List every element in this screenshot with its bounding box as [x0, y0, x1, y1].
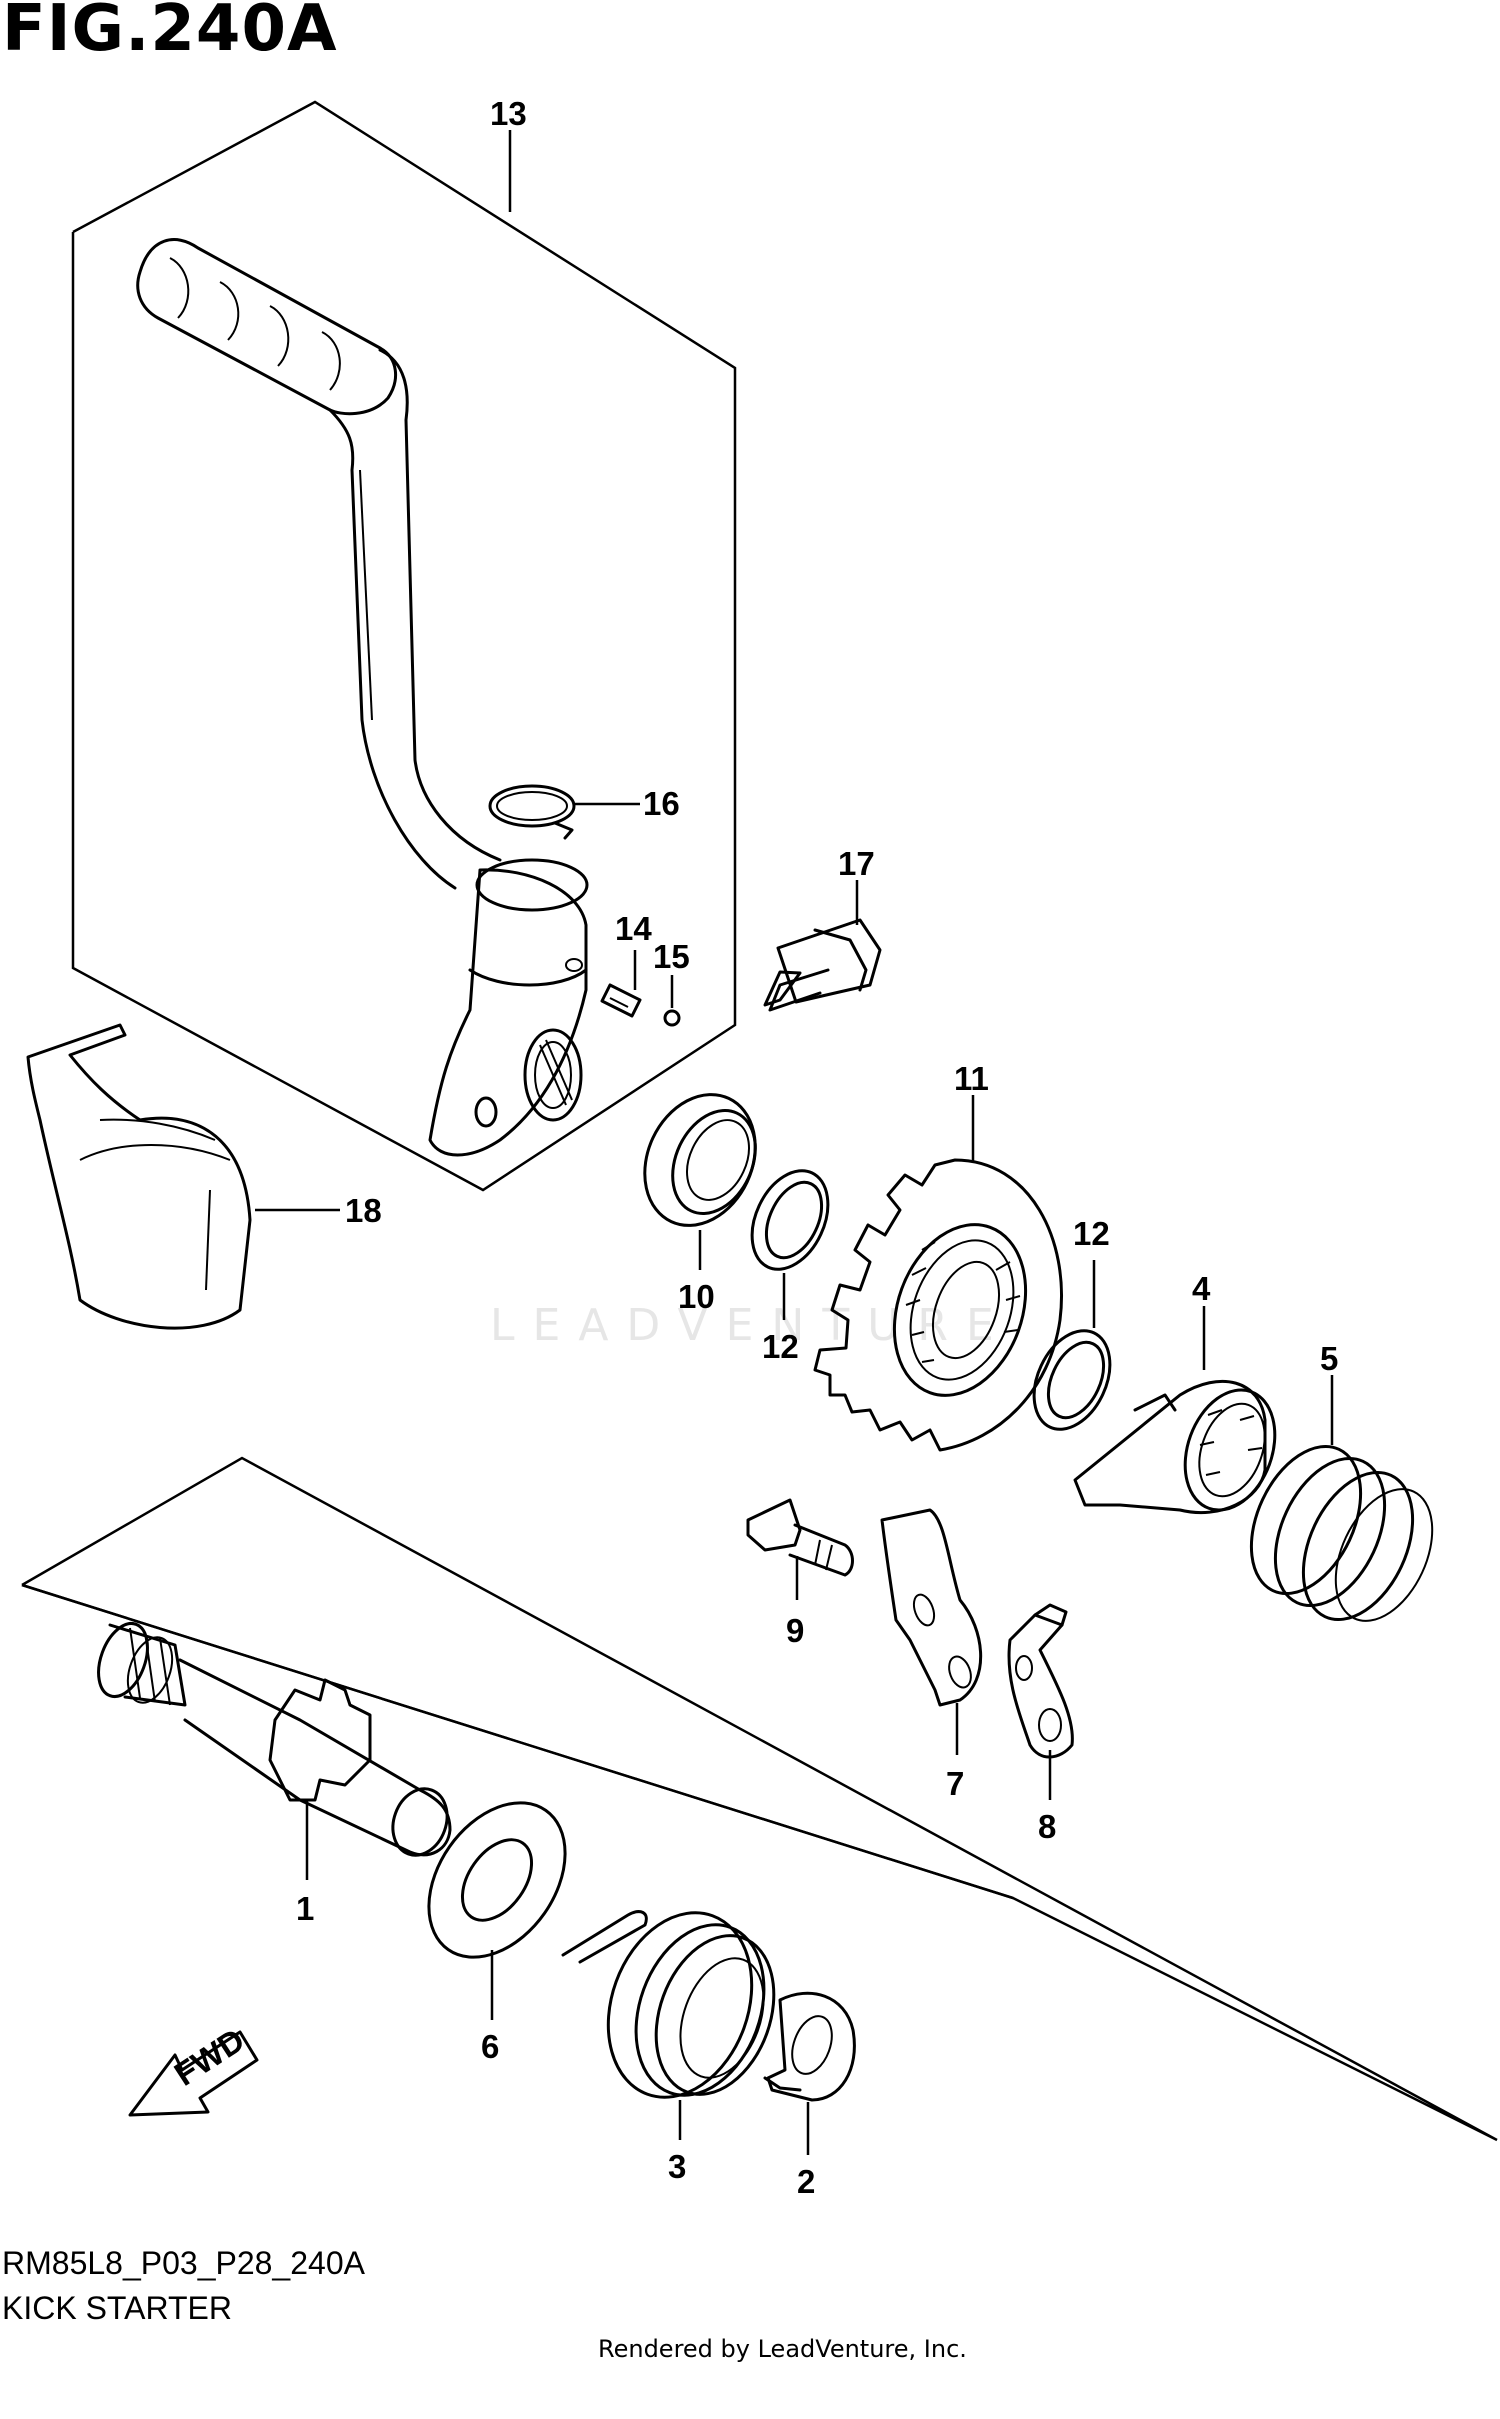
- callout-4: 4: [1192, 1270, 1211, 1370]
- washer-icon[interactable]: [737, 1159, 843, 1282]
- callout-number: 3: [668, 2148, 686, 2185]
- circlip-icon[interactable]: [488, 784, 576, 840]
- callout-10: 10: [678, 1230, 715, 1315]
- callout-2: 2: [797, 2102, 815, 2200]
- callout-13: 13: [490, 95, 527, 212]
- callout-16: 16: [575, 785, 680, 822]
- callout-12-lower: 12: [1073, 1215, 1110, 1328]
- callout-number: 6: [481, 2028, 499, 2065]
- callout-3: 3: [668, 2100, 686, 2185]
- section-name: KICK STARTER: [2, 2290, 232, 2326]
- kick-shaft-assembly-box: [21, 1456, 1498, 2142]
- washer-icon[interactable]: [401, 1777, 594, 1983]
- plate-icon[interactable]: [880, 1508, 983, 1707]
- seal-icon[interactable]: [624, 1076, 776, 1243]
- callout-14: 14: [615, 910, 652, 990]
- callout-5: 5: [1320, 1340, 1338, 1445]
- callout-number: 10: [678, 1278, 715, 1315]
- callout-number: 11: [954, 1060, 989, 1097]
- model-code: RM85L8_P03_P28_240A: [2, 2245, 365, 2281]
- callout-number: 18: [345, 1192, 382, 1229]
- kick-lever-assembly-box: [71, 100, 737, 1192]
- render-credit: Rendered by LeadVenture, Inc.: [598, 2335, 967, 2363]
- callout-number: 8: [1038, 1808, 1056, 1845]
- callout-number: 16: [643, 785, 680, 822]
- callout-6: 6: [481, 1950, 499, 2065]
- callout-17: 17: [838, 845, 875, 925]
- callout-number: 15: [653, 938, 690, 975]
- callout-number: 4: [1192, 1270, 1211, 1307]
- figure-title: FIG.240A: [2, 0, 338, 66]
- callout-11: 11: [954, 1060, 989, 1162]
- spring-icon[interactable]: [1230, 1429, 1452, 1637]
- shaft-gear-icon[interactable]: [89, 1617, 456, 1863]
- forward-direction-arrow-icon: FWD: [128, 2021, 259, 2117]
- callout-7: 7: [946, 1703, 964, 1802]
- callout-15: 15: [653, 938, 690, 1008]
- washer-icon[interactable]: [1019, 1319, 1125, 1442]
- callout-number: 9: [786, 1612, 804, 1649]
- callout-9: 9: [786, 1556, 804, 1649]
- gear-icon[interactable]: [813, 1158, 1063, 1452]
- callout-8: 8: [1038, 1750, 1056, 1845]
- callout-number: 12: [762, 1328, 799, 1365]
- ball-icon[interactable]: [663, 1009, 681, 1027]
- callout-number: 12: [1073, 1215, 1110, 1252]
- coil-spring-icon[interactable]: [561, 1892, 795, 2117]
- callout-number: 7: [946, 1765, 964, 1802]
- kick-lever-icon[interactable]: [136, 238, 589, 1157]
- plate-icon[interactable]: [1007, 1603, 1074, 1759]
- bolt-icon[interactable]: [746, 1498, 854, 1577]
- callout-number: 13: [490, 95, 527, 132]
- callout-number: 14: [615, 910, 652, 947]
- bolt-icon[interactable]: [763, 918, 882, 1012]
- callout-number: 5: [1320, 1340, 1338, 1377]
- callout-number: 17: [838, 845, 875, 882]
- collar-icon[interactable]: [763, 1991, 856, 2102]
- callout-12-upper: 12: [762, 1273, 799, 1365]
- ratchet-icon[interactable]: [1073, 1377, 1291, 1522]
- pin-icon[interactable]: [600, 983, 642, 1018]
- callout-number: 2: [797, 2163, 815, 2200]
- boot-icon[interactable]: [26, 1023, 252, 1330]
- callout-number: 1: [296, 1890, 314, 1927]
- callout-1: 1: [296, 1800, 314, 1927]
- callout-18: 18: [255, 1192, 382, 1229]
